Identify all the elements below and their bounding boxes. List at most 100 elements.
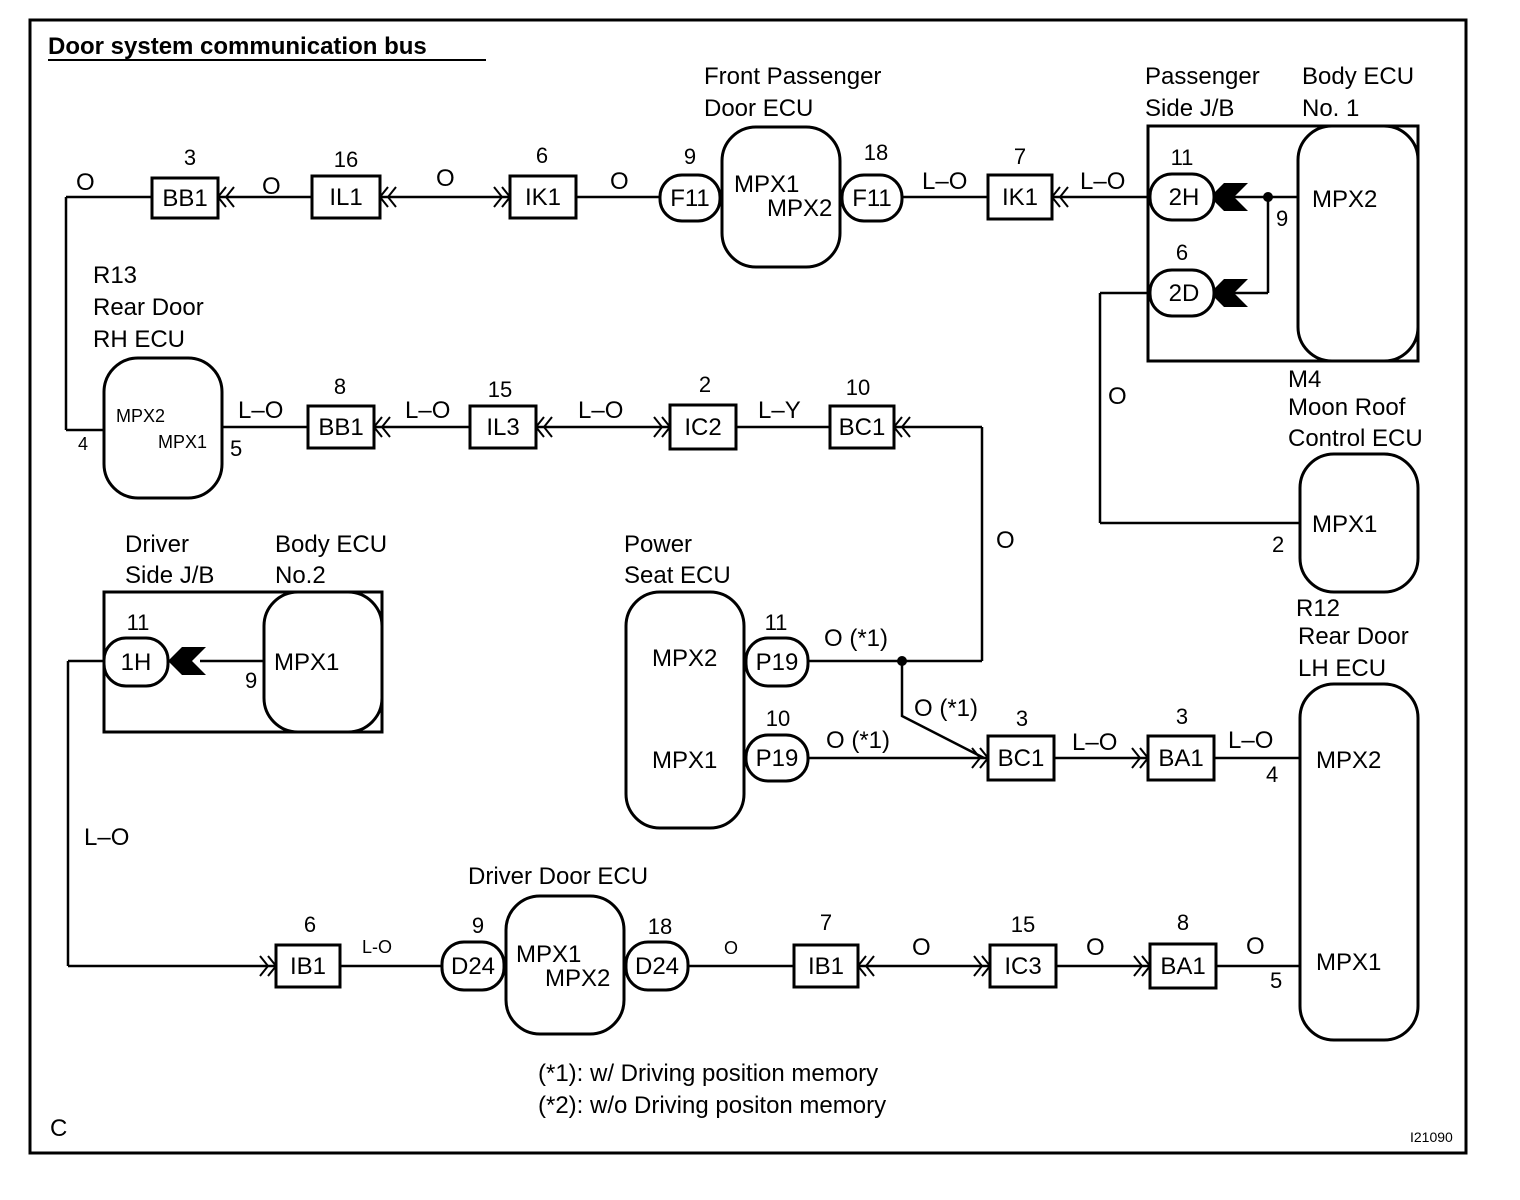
wire-color-label: L–O	[405, 397, 450, 424]
pin-number: 15	[488, 377, 512, 402]
pin-number: 7	[820, 910, 832, 935]
pin-number: 8	[334, 374, 346, 399]
ecu-driver-door: MPX1 MPX2 Driver Door ECU	[468, 863, 648, 1036]
pin-number: 6	[536, 143, 548, 168]
pin-number: 10	[846, 375, 870, 400]
ecu-rear-rh: MPX2 MPX1 4 5 R13 Rear Door RH ECU	[78, 262, 242, 500]
wire-color-label: L–Y	[758, 397, 801, 424]
connector-label: BC1	[839, 414, 886, 441]
wire-color-label: L–O	[1072, 729, 1117, 756]
pin-number: 8	[1177, 910, 1189, 935]
connector-ba1-bot: BA1 8	[1148, 910, 1218, 990]
pin-number: 11	[127, 610, 150, 635]
ecu-port: MPX2	[767, 195, 832, 222]
pin-number: 5	[1270, 968, 1282, 993]
connector-ic2: IC2 2	[668, 372, 738, 451]
ecu-port: MPX2	[1316, 747, 1381, 774]
connector-label: BB1	[318, 414, 363, 441]
pin-number: 9	[684, 144, 696, 169]
connector-label: IL3	[486, 414, 519, 441]
ecu-port: MPX1	[1312, 511, 1377, 538]
connector-ik1-right: IK1 7	[986, 144, 1054, 221]
connector-ib1-right: IB1 7	[792, 910, 860, 989]
connector-bc1-bot: BC1 3	[986, 706, 1056, 782]
connector-d24-right: D24 18	[624, 914, 690, 992]
wire-color-label: L–O	[238, 397, 283, 424]
wire-color-label: L–O	[922, 168, 967, 195]
pin-number: 9	[1276, 206, 1288, 231]
ecu-name: LH ECU	[1298, 655, 1386, 682]
connector-label: BC1	[998, 745, 1045, 772]
ecu-port: MPX2	[1312, 186, 1377, 213]
ecu-moon-roof: MPX1 2 M4 Moon Roof Control ECU	[1272, 366, 1423, 594]
connector-label: P19	[756, 745, 799, 772]
ecu-port: MPX1	[158, 432, 207, 452]
pin-number: 18	[648, 914, 672, 939]
connector-label: IB1	[290, 953, 326, 980]
connector-label: 1H	[121, 649, 152, 676]
pin-number: 15	[1011, 912, 1035, 937]
ecu-code: M4	[1288, 366, 1321, 393]
connector-label: D24	[635, 953, 679, 980]
wire-color-label: O	[1246, 933, 1265, 960]
connector-f11-right: F11 18	[840, 140, 904, 223]
ecu-name: Body ECU	[1302, 63, 1414, 90]
wire-color-label: L–O	[1228, 727, 1273, 754]
wire-color-label: O	[1108, 383, 1127, 410]
ecu-name: Power	[624, 531, 692, 558]
connector-label: 2H	[1169, 184, 1200, 211]
ecu-port: MPX1	[274, 649, 339, 676]
pin-number: 2	[699, 372, 711, 397]
connector-ba1-top: BA1 3	[1146, 704, 1216, 782]
pin-number: 3	[1176, 704, 1188, 729]
connector-label: F11	[670, 185, 710, 212]
pin-number: 3	[1016, 706, 1028, 731]
wire-color-label: O	[996, 527, 1015, 554]
connector-ib1-left: IB1 6	[274, 912, 342, 989]
connector-label: BB1	[162, 185, 207, 212]
ecu-port: MPX2	[652, 645, 717, 672]
connector-bb1-top: BB1 3	[150, 145, 220, 220]
connector-label: IK1	[525, 184, 561, 211]
connector-2d: 2D 6	[1148, 240, 1216, 318]
ecu-name: RH ECU	[93, 326, 185, 353]
ecu-power-seat: MPX2 MPX1 Power Seat ECU	[624, 531, 746, 830]
wire-color-label: O	[436, 165, 455, 192]
pin-number: 11	[765, 610, 788, 635]
jb-name: Side J/B	[125, 562, 214, 589]
ecu-code: R13	[93, 262, 137, 289]
ecu-name: No. 1	[1302, 95, 1359, 122]
connector-d24-left: D24 9	[440, 913, 506, 992]
wire-color-label: O	[1086, 934, 1105, 961]
ecu-port: MPX1	[652, 747, 717, 774]
ecu-name: Door ECU	[704, 95, 813, 122]
wire-color-label: O	[262, 173, 281, 200]
diagram-frame	[28, 18, 1468, 1155]
jb-name: Driver	[125, 531, 189, 558]
pin-number: 2	[1272, 532, 1284, 557]
jb-name: Passenger	[1145, 63, 1260, 90]
corner-letter: C	[50, 1115, 67, 1142]
jb-terminal-icon	[168, 647, 206, 675]
ecu-name: Front Passenger	[704, 63, 881, 90]
connector-p19-top: P19 11	[744, 610, 810, 688]
connector-label: IB1	[808, 953, 844, 980]
ecu-name: Moon Roof	[1288, 394, 1406, 421]
diagram-title: Door system communication bus	[48, 33, 427, 60]
connector-label: IC3	[1004, 953, 1041, 980]
ecu-name: No.2	[275, 562, 326, 589]
wire-color-label: O	[76, 169, 95, 196]
pin-number: 9	[245, 668, 257, 693]
pin-number: 7	[1014, 144, 1026, 169]
pin-number: 9	[472, 913, 484, 938]
footnote: (*1): w/ Driving position memory	[538, 1060, 878, 1087]
wire-color-label: L–O	[1080, 168, 1125, 195]
ecu-name: Control ECU	[1288, 425, 1423, 452]
wire-labels: O O O O L–O L–O O L–O L–O L–O L–Y O O (*…	[76, 165, 1273, 961]
jb-name: Side J/B	[1145, 95, 1234, 122]
pin-number: 10	[766, 706, 790, 731]
ecu-code: R12	[1296, 595, 1340, 622]
connector-label: BA1	[1158, 745, 1203, 772]
wire-color-label: O (*1)	[824, 625, 888, 652]
